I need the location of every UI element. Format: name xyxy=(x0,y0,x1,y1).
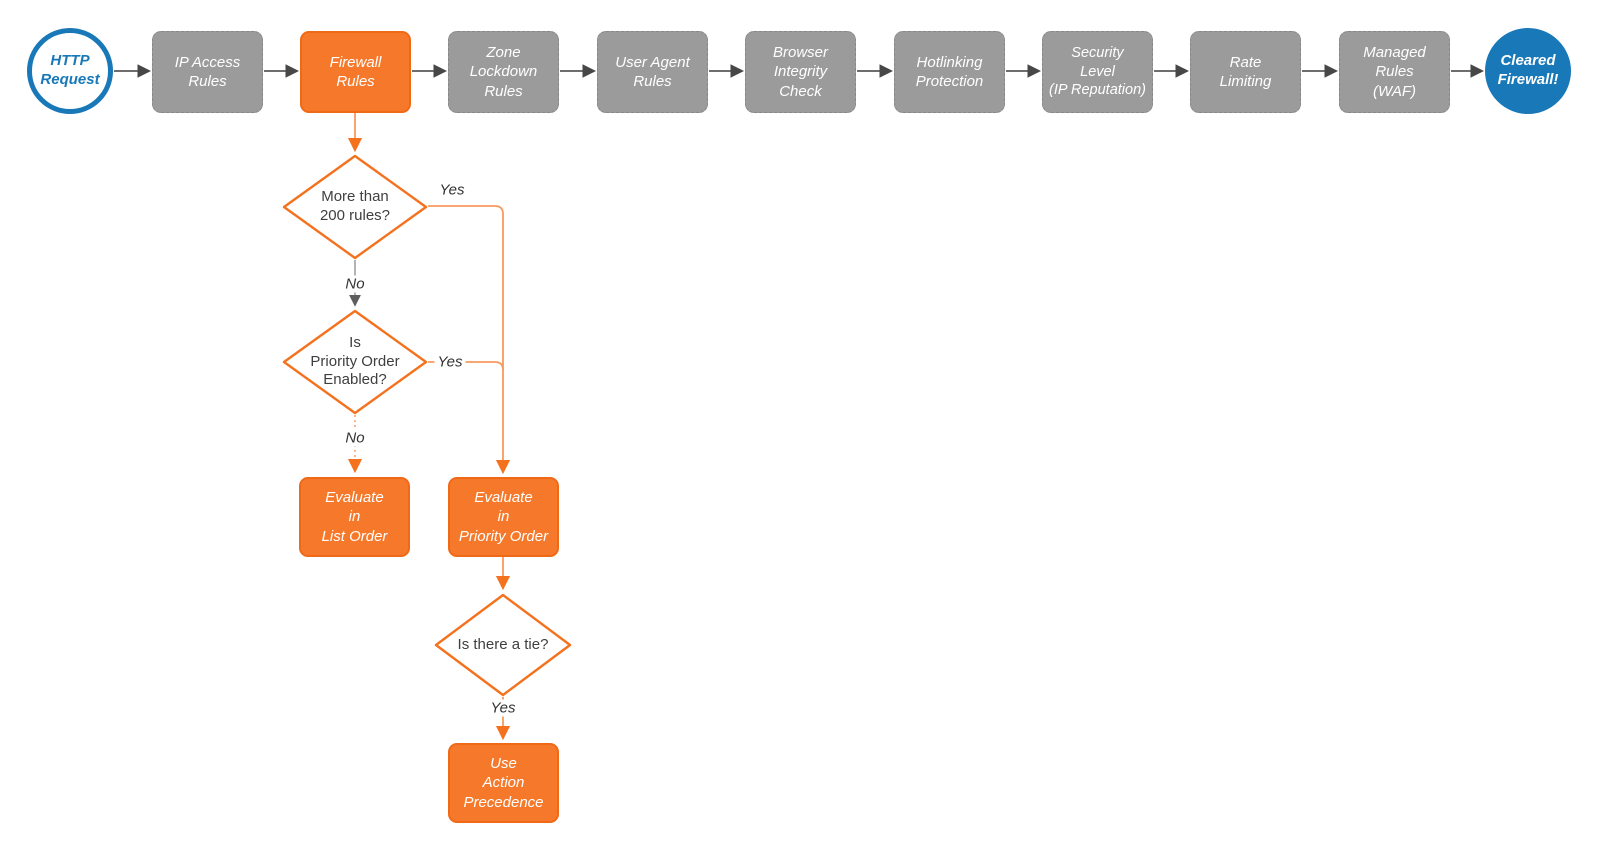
node-cleared-firewall-label: Cleared Firewall! xyxy=(1497,52,1559,88)
node-security-level-label: Security Level (IP Reputation) xyxy=(1049,44,1146,99)
node-firewall-rules: Firewall Rules xyxy=(300,31,411,113)
node-user-agent-rules-label: User Agent Rules xyxy=(615,53,690,91)
node-zone-lockdown-rules-label: Zone Lockdown Rules xyxy=(469,43,538,100)
edge-label-yes-priority-order: Yes xyxy=(434,353,466,371)
node-managed-rules-waf: Managed Rules (WAF) xyxy=(1339,31,1450,113)
node-ip-access-rules: IP Access Rules xyxy=(152,31,263,113)
edge-label-yes-200-rules: Yes xyxy=(439,181,465,199)
decision-more-than-200-rules-label: More than 200 rules? xyxy=(319,188,391,224)
diamond-shape xyxy=(434,593,572,697)
node-use-action-precedence: Use Action Precedence xyxy=(448,743,559,823)
node-rate-limiting: Rate Limiting xyxy=(1190,31,1301,113)
node-managed-rules-waf-label: Managed Rules (WAF) xyxy=(1363,43,1426,100)
decision-more-than-200-rules: More than 200 rules? xyxy=(282,154,428,260)
node-evaluate-in-list-order: Evaluate in List Order xyxy=(299,477,410,557)
node-user-agent-rules: User Agent Rules xyxy=(597,31,708,113)
node-evaluate-in-list-order-label: Evaluate in List Order xyxy=(321,488,388,545)
node-cleared-firewall: Cleared Firewall! xyxy=(1485,28,1571,114)
node-http-request-label: HTTP Request xyxy=(40,52,100,88)
edge-label-no-priority-order: No xyxy=(342,429,368,447)
node-evaluate-in-priority-order: Evaluate in Priority Order xyxy=(448,477,559,557)
edge-label-yes-tie: Yes xyxy=(487,699,519,717)
edge-label-no-200-rules: No xyxy=(342,275,368,293)
node-rate-limiting-label: Rate Limiting xyxy=(1219,53,1272,91)
decision-priority-order-enabled: Is Priority Order Enabled? xyxy=(282,309,428,415)
node-hotlinking-protection: Hotlinking Protection xyxy=(894,31,1005,113)
node-use-action-precedence-label: Use Action Precedence xyxy=(463,754,544,811)
node-evaluate-in-priority-order-label: Evaluate in Priority Order xyxy=(458,488,549,545)
decision-is-there-a-tie: Is there a tie? xyxy=(434,593,572,697)
edge-yes-to-evaluate-priority xyxy=(428,205,511,475)
diamond-shape xyxy=(282,154,428,260)
decision-priority-order-enabled-label: Is Priority Order Enabled? xyxy=(310,333,400,389)
node-browser-integrity-check: Browser Integrity Check xyxy=(745,31,856,113)
node-zone-lockdown-rules: Zone Lockdown Rules xyxy=(448,31,559,113)
decision-is-there-a-tie-label: Is there a tie? xyxy=(457,635,549,653)
node-firewall-rules-label: Firewall Rules xyxy=(329,53,382,91)
node-security-level: Security Level (IP Reputation) xyxy=(1042,31,1153,113)
node-ip-access-rules-label: IP Access Rules xyxy=(174,53,241,91)
node-hotlinking-protection-label: Hotlinking Protection xyxy=(915,53,984,91)
node-http-request: HTTP Request xyxy=(27,28,113,114)
node-browser-integrity-check-label: Browser Integrity Check xyxy=(772,43,828,100)
diamond-shape xyxy=(282,309,428,415)
